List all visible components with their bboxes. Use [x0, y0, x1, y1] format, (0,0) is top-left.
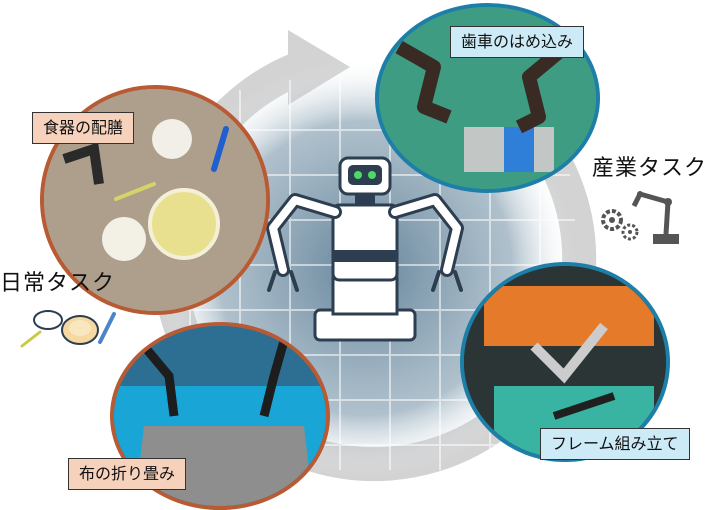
plate-cutlery-icon	[20, 310, 116, 348]
heading-industrial-tasks: 産業タスク	[592, 156, 708, 181]
label-gear: 歯車のはめ込み	[450, 26, 585, 58]
robot-icon	[266, 156, 464, 342]
heading-daily-tasks: 日常タスク	[0, 271, 116, 296]
label-tableware: 食器の配膳	[32, 112, 135, 144]
robot-arm-gears-icon	[601, 191, 679, 244]
label-frame: フレーム組み立て	[540, 428, 690, 460]
label-cloth: 布の折り畳み	[68, 458, 187, 490]
